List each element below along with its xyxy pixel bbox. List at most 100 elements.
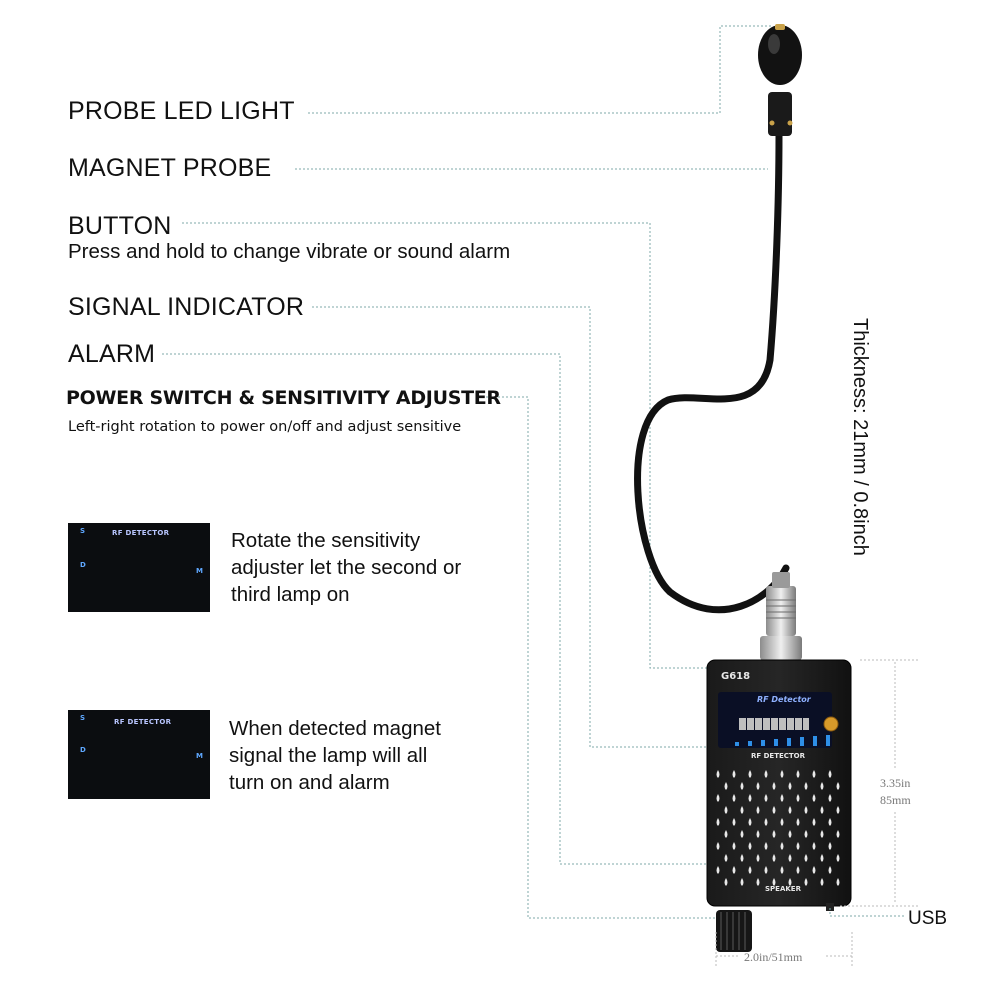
grille-hole xyxy=(812,842,816,850)
button-label: BUTTON xyxy=(68,212,172,240)
panel-m-label: M xyxy=(196,567,203,575)
grille-hole xyxy=(724,806,728,814)
leader-probe-led xyxy=(308,25,772,114)
panel-2-desc-line-1: When detected magnet xyxy=(229,717,441,740)
grille-hole xyxy=(724,782,728,790)
height-inch-label: 3.35in xyxy=(880,776,911,790)
probe-led-label: PROBE LED LIGHT xyxy=(68,97,295,125)
leader-alarm xyxy=(162,353,765,865)
alarm-label: ALARM xyxy=(68,340,156,368)
grille-hole xyxy=(804,806,808,814)
panel-1-description: Rotate the sensitivity adjuster let the … xyxy=(231,527,461,608)
grille-hole xyxy=(836,806,840,814)
grille-hole xyxy=(780,818,784,826)
grille-hole xyxy=(820,830,824,838)
grille-hole xyxy=(828,770,832,778)
grille-hole xyxy=(780,794,784,802)
grille-hole xyxy=(804,854,808,862)
grille-hole xyxy=(764,770,768,778)
device-window-label: RF Detector xyxy=(757,695,811,704)
thickness-label: Thickness: 21mm / 0.8inch xyxy=(849,318,871,556)
panel-m-label: M xyxy=(196,752,203,760)
grille-hole xyxy=(804,830,808,838)
panel-title: RF DETECTOR xyxy=(114,718,172,726)
grille-hole xyxy=(772,830,776,838)
button-description: Press and hold to change vibrate or soun… xyxy=(68,240,511,263)
power-switch-description: Left-right rotation to power on/off and … xyxy=(68,419,462,435)
grille-hole xyxy=(780,842,784,850)
device-button xyxy=(823,716,839,732)
grille-hole xyxy=(836,782,840,790)
grille-hole xyxy=(772,878,776,886)
grille-hole xyxy=(788,830,792,838)
grille-hole xyxy=(772,806,776,814)
grille-hole xyxy=(780,770,784,778)
grille-hole xyxy=(828,818,832,826)
grille-hole xyxy=(812,794,816,802)
panel-1-desc-line-1: Rotate the sensitivity xyxy=(231,529,421,552)
grille-hole xyxy=(716,794,720,802)
grille-hole xyxy=(764,866,768,874)
panel-d-label: D xyxy=(80,746,86,754)
grille-hole xyxy=(828,842,832,850)
grille-hole xyxy=(732,818,736,826)
grille-hole xyxy=(724,878,728,886)
panel-d-label: D xyxy=(80,561,86,569)
probe-cable xyxy=(634,131,790,614)
leader-button xyxy=(182,222,708,669)
device-model: G618 xyxy=(721,671,751,682)
grille-hole xyxy=(732,794,736,802)
power-knob xyxy=(716,910,752,952)
grille-hole xyxy=(836,830,840,838)
cable-connector xyxy=(766,586,796,636)
leader-lines xyxy=(162,25,772,919)
grille-hole xyxy=(740,830,744,838)
speaker-grille xyxy=(716,770,840,886)
grille-hole xyxy=(732,866,736,874)
grille-hole xyxy=(740,854,744,862)
panel-s-label: S xyxy=(80,714,86,722)
grille-hole xyxy=(836,854,840,862)
probe-neck xyxy=(768,92,792,136)
grille-hole xyxy=(756,806,760,814)
panel-1-desc-line-2: adjuster let the second or xyxy=(231,556,462,579)
grille-hole xyxy=(788,806,792,814)
grille-hole xyxy=(812,770,816,778)
grille-hole xyxy=(764,794,768,802)
grille-hole xyxy=(772,782,776,790)
magnet-probe-label: MAGNET PROBE xyxy=(68,154,272,182)
leader-signal xyxy=(312,306,740,748)
grille-hole xyxy=(772,854,776,862)
panel-2-desc-line-2: signal the lamp will all xyxy=(229,744,428,767)
height-mm-label: 85mm xyxy=(880,793,911,807)
grille-hole xyxy=(732,842,736,850)
grille-hole xyxy=(748,818,752,826)
grille-hole xyxy=(796,842,800,850)
grille-hole xyxy=(828,866,832,874)
width-label: 2.0in/51mm xyxy=(744,950,803,964)
grille-hole xyxy=(748,866,752,874)
grille-hole xyxy=(788,854,792,862)
grille-hole xyxy=(764,818,768,826)
device-body-label: RF DETECTOR xyxy=(751,752,806,760)
grille-hole xyxy=(796,794,800,802)
grille-hole xyxy=(764,842,768,850)
grille-hole xyxy=(820,878,824,886)
rf-panel-normal: RF DETECTOR S D M xyxy=(68,523,210,612)
grille-hole xyxy=(796,770,800,778)
grille-hole xyxy=(740,806,744,814)
grille-hole xyxy=(756,854,760,862)
grille-hole xyxy=(796,818,800,826)
grille-hole xyxy=(732,770,736,778)
grille-hole xyxy=(716,842,720,850)
panel-2-desc-line-3: turn on and alarm xyxy=(229,771,390,794)
grille-hole xyxy=(748,770,752,778)
grille-hole xyxy=(716,770,720,778)
grille-hole xyxy=(812,818,816,826)
grille-hole xyxy=(740,782,744,790)
grille-hole xyxy=(756,782,760,790)
grille-hole xyxy=(716,818,720,826)
device-bars xyxy=(735,735,830,746)
grille-hole xyxy=(804,878,808,886)
grille-hole xyxy=(796,866,800,874)
